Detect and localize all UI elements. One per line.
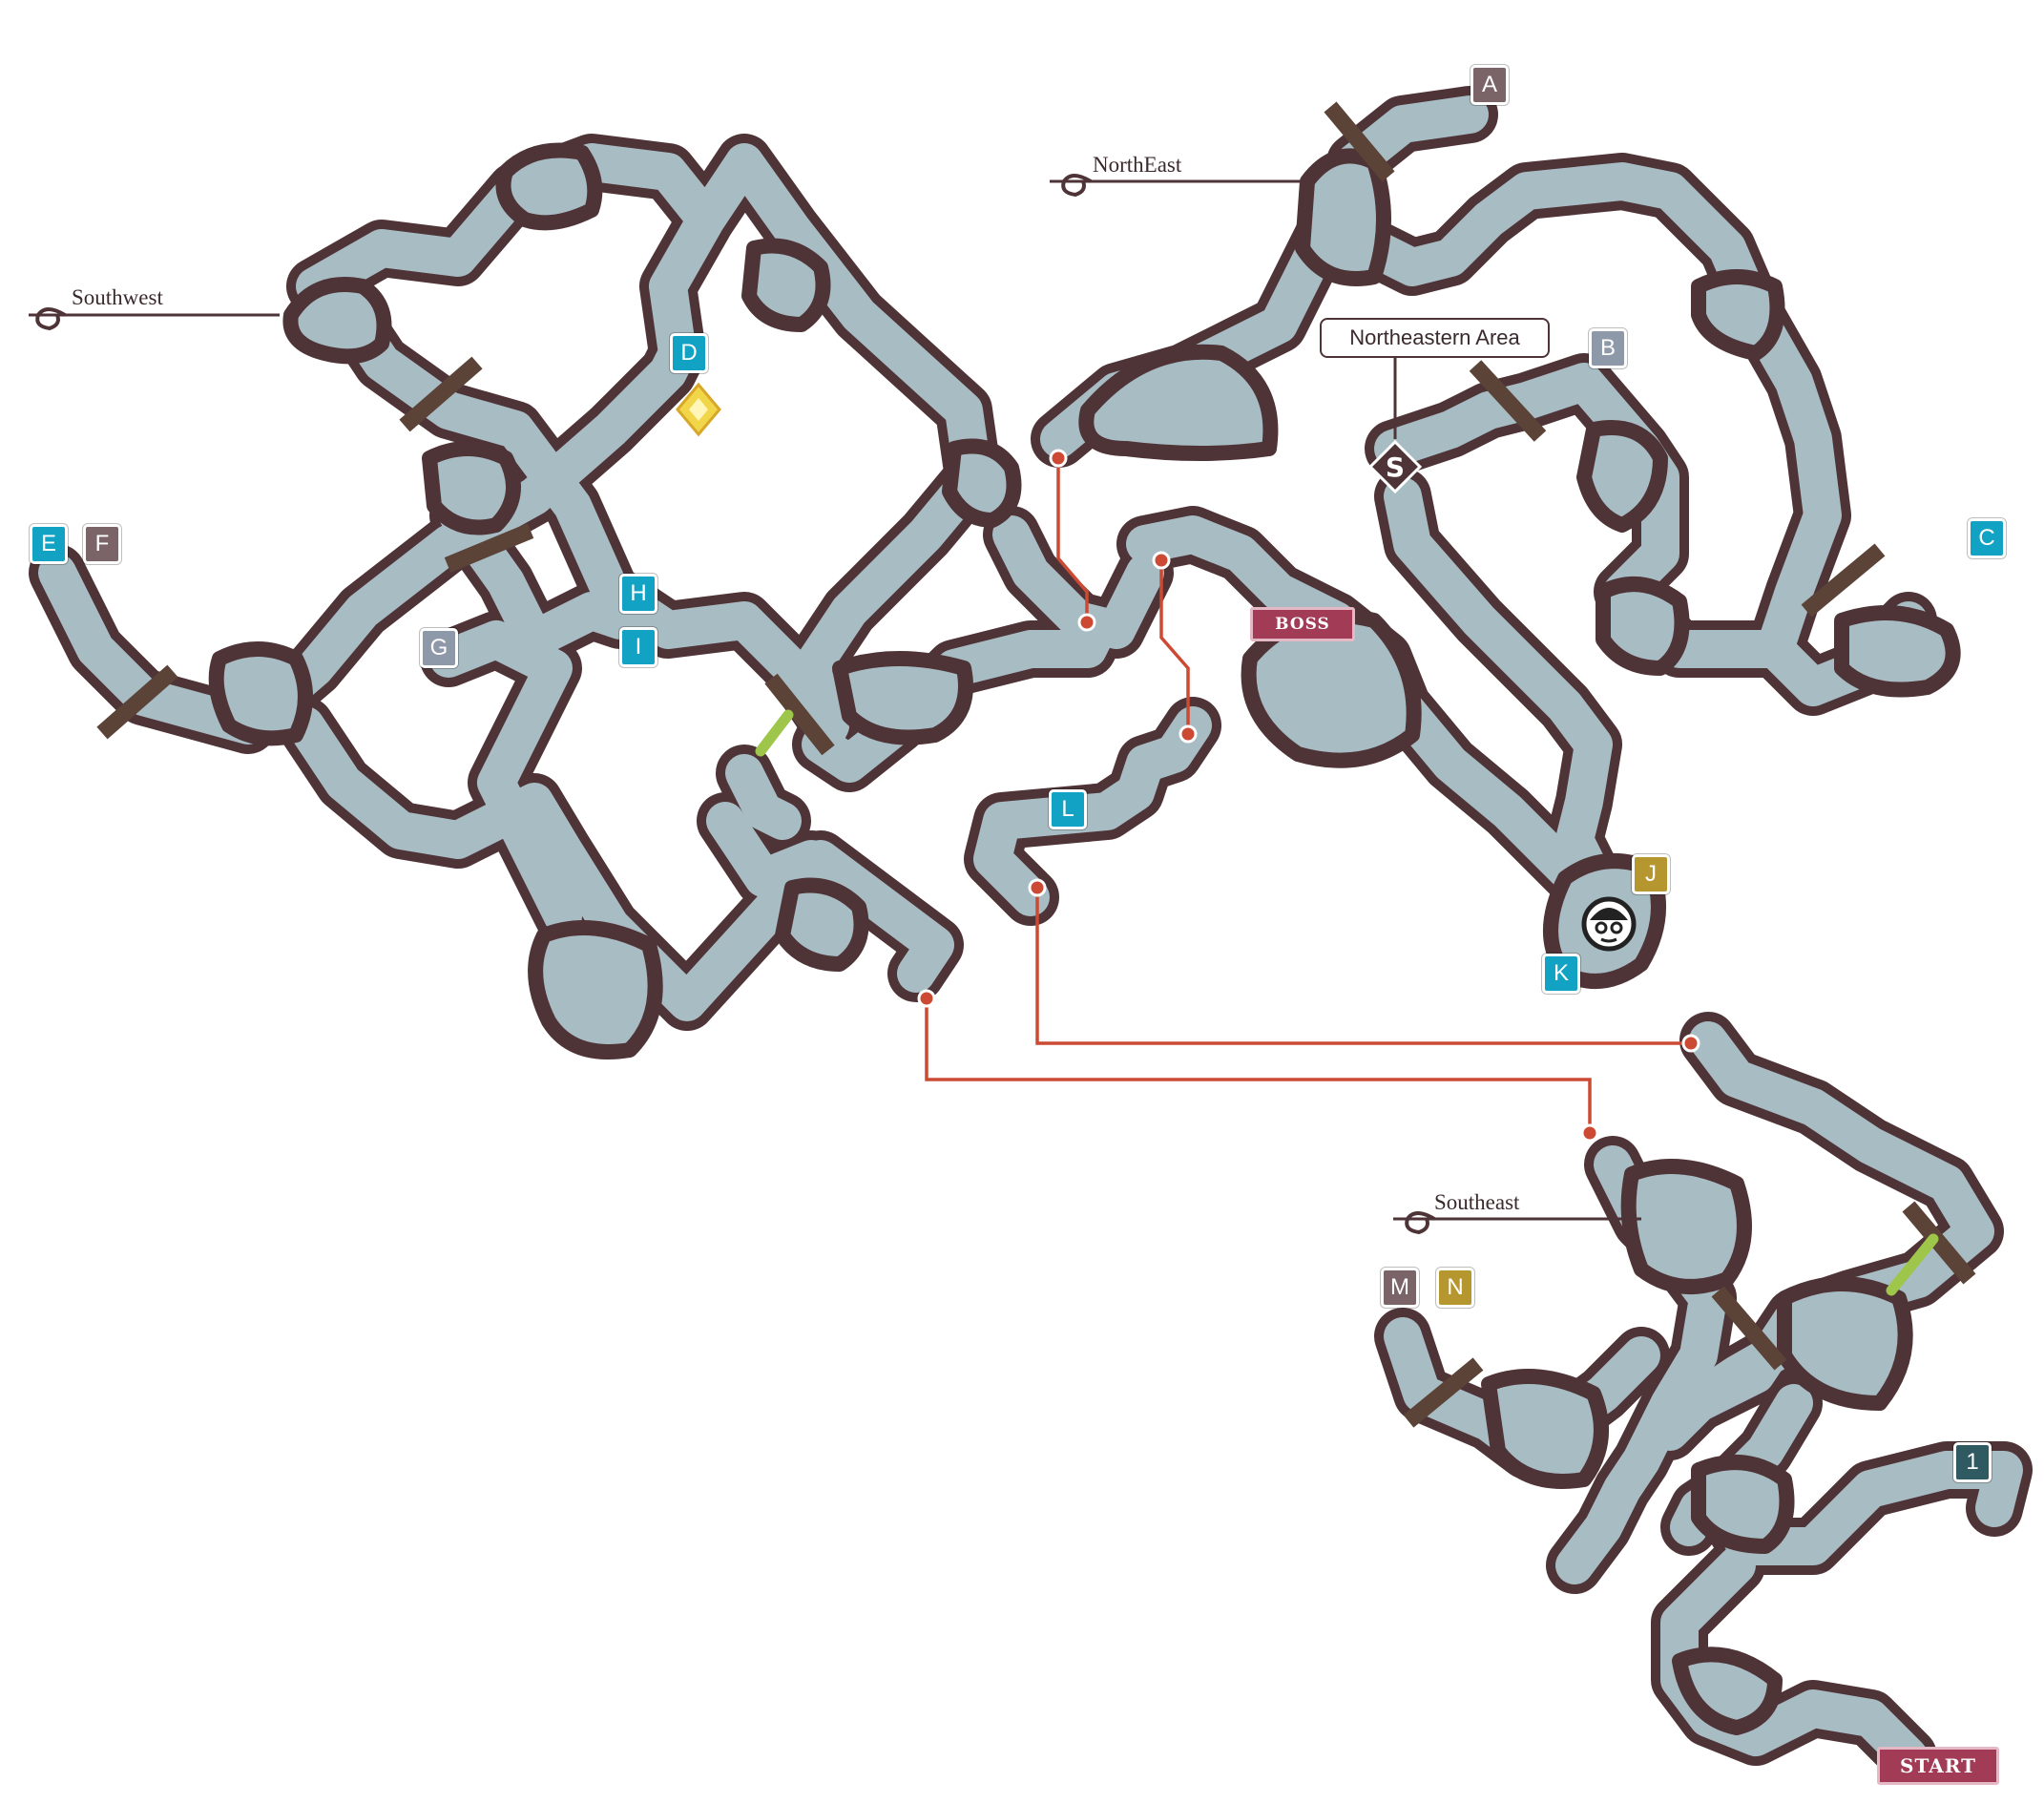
map-label-e[interactable]: E xyxy=(30,524,68,564)
door-barrier[interactable] xyxy=(399,356,483,432)
route-lines xyxy=(917,449,1700,1143)
map-label-c[interactable]: C xyxy=(1968,518,2006,558)
route-node[interactable] xyxy=(1580,1123,1599,1143)
route-node[interactable] xyxy=(1178,724,1198,744)
boss-tag[interactable]: BOSS xyxy=(1250,607,1355,641)
region-label-northeast: NorthEast xyxy=(1093,153,1182,177)
swirl-icon xyxy=(1050,174,1093,198)
map-label-d[interactable]: D xyxy=(670,333,708,373)
swirl-icon xyxy=(1393,1211,1436,1235)
door-barrier[interactable] xyxy=(1469,360,1547,442)
region-label-southeast: Southeast xyxy=(1434,1190,1520,1214)
cave-network xyxy=(29,86,2033,1785)
route-node[interactable] xyxy=(1028,878,1047,897)
route-node[interactable] xyxy=(917,989,936,1008)
region-markers: Southwest NorthEast Southeast xyxy=(29,153,1641,1235)
route-node[interactable] xyxy=(1077,613,1096,632)
save-point-icon[interactable]: S xyxy=(1367,439,1423,494)
door-barrier[interactable] xyxy=(1801,543,1886,618)
area-callout-northeastern: Northeastern Area xyxy=(1320,318,1550,358)
region-label-southwest: Southwest xyxy=(72,285,163,309)
door-barrier[interactable] xyxy=(1902,1201,1976,1285)
door-barrier[interactable] xyxy=(764,673,835,756)
map-label-i[interactable]: I xyxy=(619,627,657,667)
route-node[interactable] xyxy=(1049,449,1068,468)
map-label-n[interactable]: N xyxy=(1436,1268,1474,1308)
doors xyxy=(96,101,1976,1428)
map-label-b[interactable]: B xyxy=(1589,328,1627,368)
map-label-k[interactable]: K xyxy=(1542,954,1580,994)
map-label-h[interactable]: H xyxy=(619,574,657,614)
door-open[interactable] xyxy=(755,709,794,757)
map-label-m[interactable]: M xyxy=(1381,1268,1419,1308)
door-barrier[interactable] xyxy=(444,523,534,573)
map-label-l[interactable]: L xyxy=(1049,789,1087,829)
route-node[interactable] xyxy=(1152,551,1171,570)
npc-face-icon[interactable] xyxy=(1581,896,1637,952)
crystal-icon[interactable] xyxy=(676,382,721,437)
map-label-1[interactable]: 1 xyxy=(1953,1442,1992,1482)
map-label-j[interactable]: J xyxy=(1632,854,1670,894)
swirl-icon xyxy=(29,307,67,331)
door-barrier[interactable] xyxy=(1403,1357,1484,1428)
door-barrier[interactable] xyxy=(96,664,178,740)
map-label-f[interactable]: F xyxy=(83,524,121,564)
door-barrier[interactable] xyxy=(1324,101,1395,182)
door-barrier[interactable] xyxy=(1711,1286,1787,1371)
route-node[interactable] xyxy=(1681,1034,1700,1053)
map-label-g[interactable]: G xyxy=(420,628,458,668)
door-open[interactable] xyxy=(1886,1233,1939,1296)
start-tag[interactable]: START xyxy=(1877,1747,1999,1785)
svg-text:S: S xyxy=(1386,451,1405,483)
map-label-a[interactable]: A xyxy=(1470,65,1509,105)
